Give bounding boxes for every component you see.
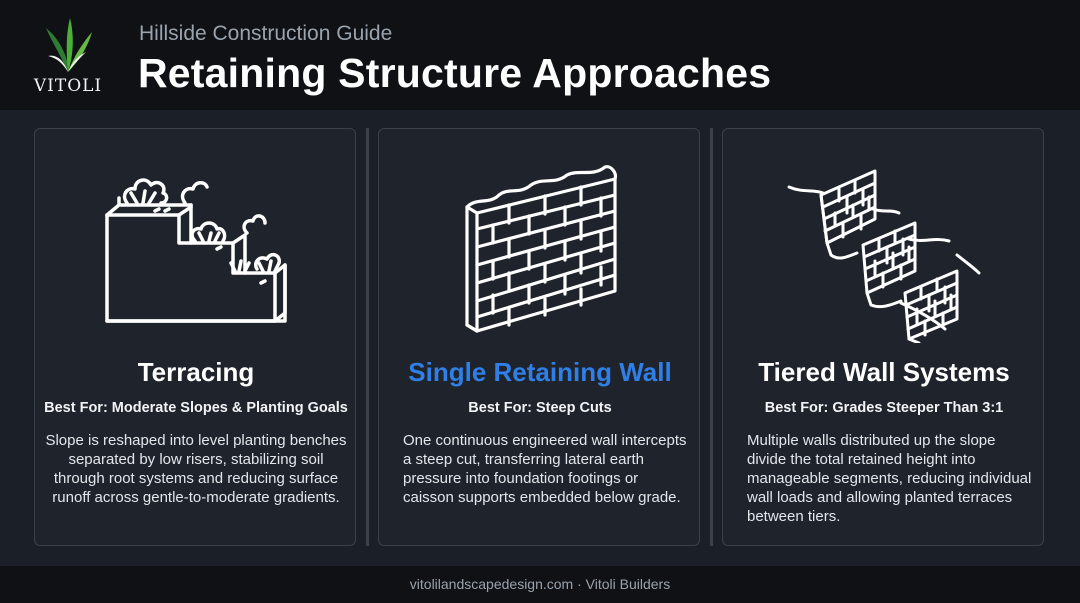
logo-text: VITOLI	[33, 76, 103, 96]
card-best-for: Best For: Grades Steeper Than 3:1	[764, 400, 1004, 416]
card-best-for: Best For: Moderate Slopes & Planting Goa…	[44, 400, 348, 416]
column-divider	[710, 128, 713, 546]
card-title: Single Retaining Wall	[408, 357, 672, 387]
card-terracing: Terracing Best For: Moderate Slopes & Pl…	[34, 128, 356, 546]
leaf-icon	[46, 18, 92, 72]
card-description: One continuous engineered wall intercept…	[403, 432, 687, 506]
page-title: Retaining Structure Approaches	[138, 50, 772, 96]
card-tiered-wall-systems: Tiered Wall Systems Best For: Grades Ste…	[722, 128, 1044, 546]
tiered-walls-icon	[787, 169, 981, 343]
card-description: Multiple walls distributed up the slope …	[747, 432, 1032, 525]
card-best-for: Best For: Steep Cuts	[468, 400, 612, 416]
page-subtitle: Hillside Construction Guide	[139, 22, 393, 45]
brick-wall-icon	[465, 165, 617, 333]
footer: vitolilandscapedesign.com · Vitoli Build…	[0, 566, 1080, 603]
terrace-steps-icon	[105, 178, 287, 323]
card-description: Slope is reshaped into level planting be…	[45, 432, 347, 506]
card-single-retaining-wall: Single Retaining Wall Best For: Steep Cu…	[378, 128, 700, 546]
card-title: Tiered Wall Systems	[758, 357, 1010, 387]
footer-text[interactable]: vitolilandscapedesign.com · Vitoli Build…	[409, 576, 671, 592]
card-title: Terracing	[137, 357, 255, 387]
logo[interactable]: VITOLI	[26, 14, 110, 98]
column-divider	[366, 128, 369, 546]
header: VITOLI Hillside Construction Guide Retai…	[0, 0, 1080, 110]
